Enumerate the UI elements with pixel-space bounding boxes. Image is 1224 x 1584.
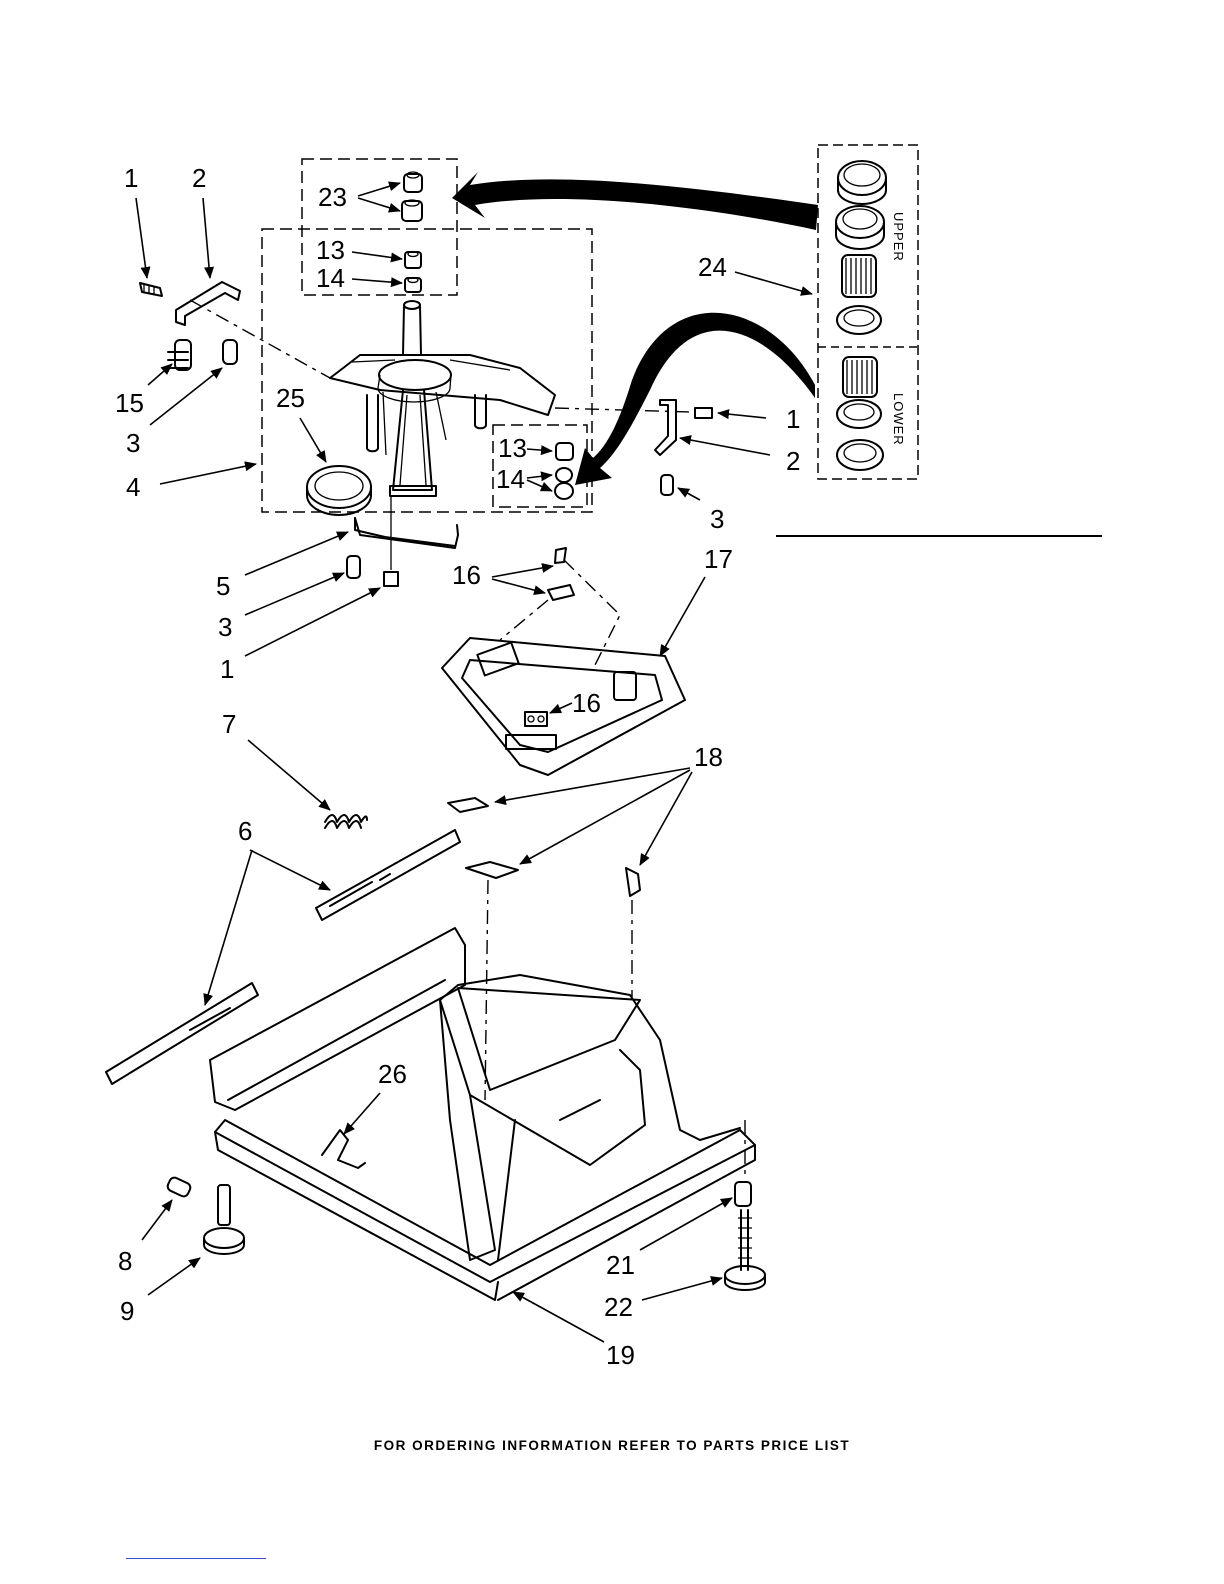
lower-kit-arrow — [575, 313, 815, 485]
callout-3: 3 — [126, 428, 140, 458]
seal-ring — [307, 466, 371, 515]
callout-16: 16 — [452, 560, 481, 590]
callout-17: 17 — [704, 544, 733, 574]
hook — [322, 1130, 365, 1168]
callout-25: 25 — [276, 383, 305, 413]
callout-1: 1 — [786, 404, 800, 434]
footer-note: FOR ORDERING INFORMATION REFER TO PARTS … — [0, 1438, 1224, 1453]
left-bracket-hardware — [140, 282, 330, 378]
callout-4: 4 — [126, 472, 140, 502]
callout-2: 2 — [786, 446, 800, 476]
callout-23: 23 — [318, 182, 347, 212]
cabinet-base-frame — [210, 928, 755, 1300]
rails — [106, 830, 460, 1084]
callout-13: 13 — [498, 433, 527, 463]
callout-1: 1 — [124, 163, 138, 193]
base-assembly-box — [262, 229, 592, 512]
bottom-link-line[interactable] — [126, 1558, 266, 1559]
callout-3: 3 — [710, 504, 724, 534]
callout-6: 6 — [238, 816, 252, 846]
callout-16: 16 — [572, 688, 601, 718]
pads — [448, 798, 640, 1100]
callout-24: 24 — [698, 252, 727, 282]
callout-14: 14 — [496, 464, 525, 494]
callout-7: 7 — [222, 709, 236, 739]
lower-bearings — [555, 443, 573, 499]
callout-26: 26 — [378, 1059, 407, 1089]
callout-14: 14 — [316, 263, 345, 293]
callout-13: 13 — [316, 235, 345, 265]
callout-3: 3 — [218, 612, 232, 642]
callout-5: 5 — [216, 571, 230, 601]
lower-label: LOWER — [891, 393, 906, 446]
callout-21: 21 — [606, 1250, 635, 1280]
upper-label: UPPER — [891, 212, 906, 262]
callout-15: 15 — [115, 388, 144, 418]
spring — [325, 815, 367, 828]
lower-bracket-hardware — [347, 497, 458, 586]
bearing-kit-lower-parts — [837, 357, 883, 470]
right-foot — [725, 1120, 765, 1290]
bearing-kit-upper-parts — [836, 161, 886, 334]
callout-18: 18 — [694, 742, 723, 772]
upper-bearings — [402, 172, 422, 292]
left-foot — [166, 1176, 244, 1254]
callout-22: 22 — [604, 1292, 633, 1322]
callout-8: 8 — [118, 1246, 132, 1276]
upper-kit-arrow — [452, 172, 818, 230]
callout-2: 2 — [192, 163, 206, 193]
callout-1: 1 — [220, 654, 234, 684]
callout-9: 9 — [120, 1296, 134, 1326]
callout-19: 19 — [606, 1340, 635, 1370]
